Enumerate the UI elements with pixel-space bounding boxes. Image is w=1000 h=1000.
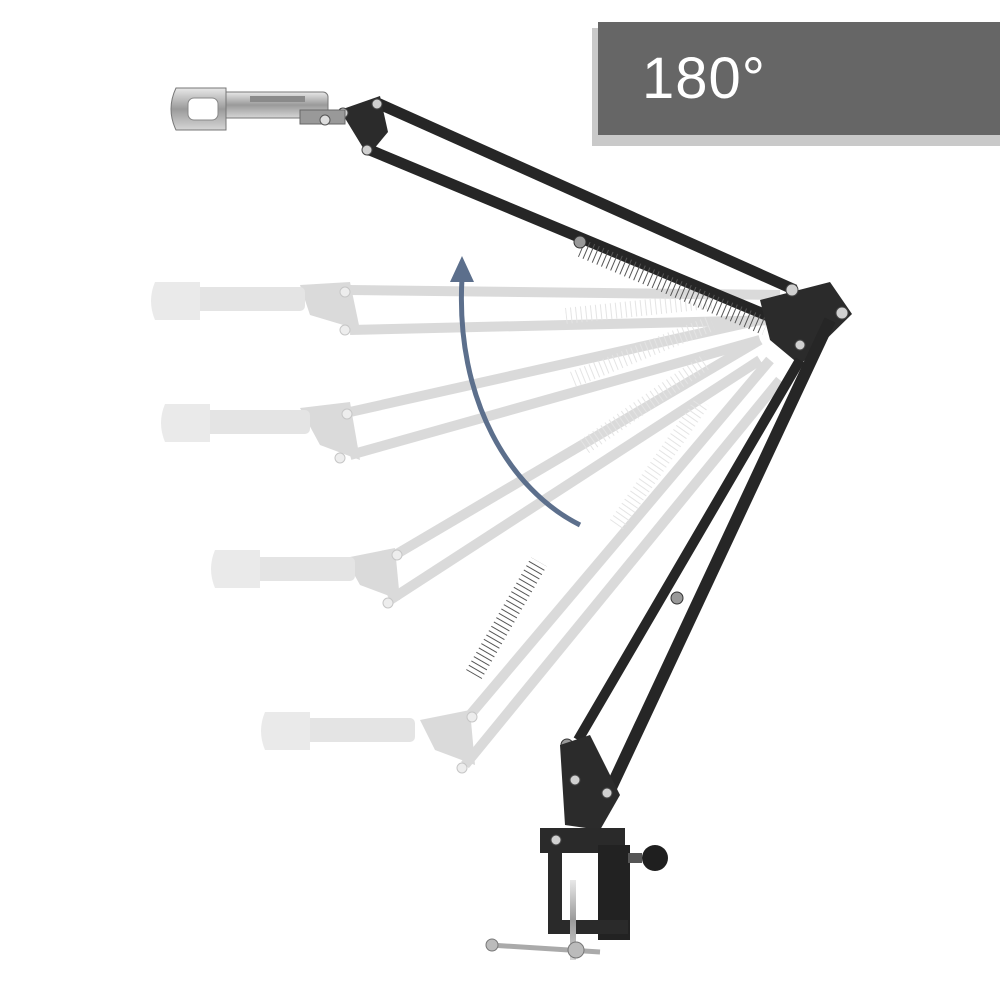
curved-up-arrow-icon	[450, 256, 582, 528]
ghost-arm-2	[161, 315, 762, 464]
desk-clamp-icon	[485, 828, 668, 960]
rotation-angle-label: 180°	[642, 46, 766, 111]
ghost-arm-4	[261, 356, 784, 774]
ghost-arm-positions	[151, 282, 784, 774]
solid-arm	[337, 96, 852, 830]
clamp-knob-icon	[628, 845, 668, 871]
shock-mount-clip-icon	[170, 87, 346, 131]
angle-badge: 180°	[598, 22, 1000, 135]
